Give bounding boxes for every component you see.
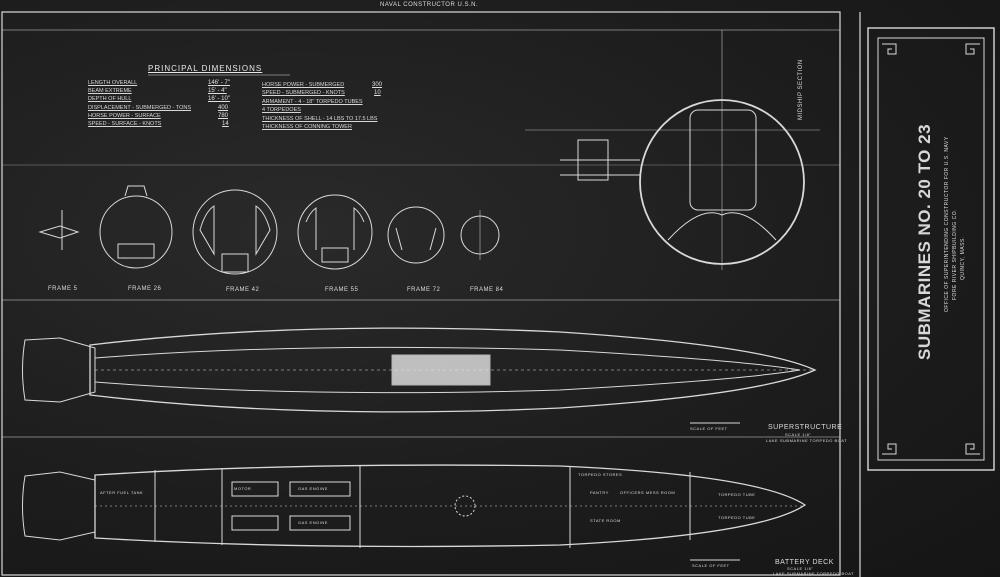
compartment-label: STATE ROOM — [590, 518, 621, 523]
drawing-title: SUBMARINES NO. 20 TO 23 — [915, 123, 934, 360]
compartment-label: TORPEDO TUBE — [718, 515, 756, 520]
view-note: LAKE SUBMARINE TORPEDO BOAT — [773, 571, 855, 576]
dim-value: 300 — [372, 82, 383, 88]
dim-label: THICKNESS OF SHELL - 14 LBS TO 17.5 LBS — [262, 116, 378, 122]
dim-label: BEAM EXTREME — [88, 88, 132, 94]
midship-section-label: MIDSHIP SECTION — [798, 59, 804, 120]
subtitle-line: OFFICE OF SUPERINTENDING CONSTRUCTOR FOR… — [944, 136, 950, 312]
subtitle-line: FORE RIVER SHIPBUILDING CO. — [952, 208, 958, 300]
dim-label: SPEED - SURFACE - KNOTS — [88, 121, 162, 127]
frame-label: FRAME 42 — [226, 287, 260, 293]
frame-label: FRAME 72 — [407, 287, 441, 293]
view-scale: SCALE 1/8" — [785, 432, 812, 437]
frame-label: FRAME 55 — [325, 287, 359, 293]
dim-value: 146' - 7" — [208, 80, 230, 86]
view-note: LAKE SUBMARINE TORPEDO BOAT — [766, 438, 848, 443]
dim-label: HORSE POWER - SURFACE — [88, 113, 161, 119]
scale-bar-label: SCALE OF FEET — [690, 426, 728, 431]
dim-label: THICKNESS OF CONNING TOWER — [262, 124, 352, 130]
view-title-superstructure: SUPERSTRUCTURE — [768, 424, 843, 431]
dim-label: ARMAMENT - 4 - 18" TORPEDO TUBES — [262, 99, 363, 105]
compartment-label: AFTER FUEL TANK — [100, 490, 144, 495]
dim-value: 14 — [222, 121, 229, 127]
compartment-label: MOTOR — [234, 486, 252, 491]
compartment-label: TORPEDO TUBE — [718, 492, 756, 497]
frame-label: FRAME 26 — [128, 286, 162, 292]
battery-deck-plan — [22, 464, 807, 561]
dim-value: 16' - 10" — [208, 96, 230, 102]
view-title-battery-deck: BATTERY DECK — [775, 559, 834, 566]
dim-label: HORSE POWER - SUBMERGED — [262, 82, 345, 88]
frame-label: FRAME 84 — [470, 287, 504, 293]
scale-bar-label: SCALE OF FEET — [692, 563, 730, 568]
dim-value: 10 — [374, 90, 381, 96]
compartment-label: GAS ENGINE — [298, 486, 328, 491]
dim-value: 780 — [218, 113, 229, 119]
dim-value: 400 — [218, 105, 229, 111]
dim-label: DISPLACEMENT - SUBMERGED - TONS — [88, 105, 191, 111]
frame-label: FRAME 5 — [48, 286, 78, 292]
superstructure-plan — [22, 327, 817, 424]
dim-label: DEPTH OF HULL — [88, 96, 132, 102]
compartment-label: TORPEDO STORES — [578, 472, 623, 477]
subtitle-line: QUINCY, MASS. — [960, 236, 966, 280]
dim-value: 15' - 4" — [208, 88, 227, 94]
top-note: NAVAL CONSTRUCTOR U.S.N. — [380, 2, 479, 8]
dim-label: 4 TORPEDOES — [262, 107, 301, 113]
dim-label: LENGTH OVERALL — [88, 80, 138, 86]
drawing-border — [1, 11, 841, 576]
dim-label: SPEED - SUBMERGED - KNOTS — [262, 90, 345, 96]
view-scale: SCALE 1/8" — [787, 566, 814, 571]
title-block-frame — [867, 27, 995, 471]
compartment-label: PANTRY — [590, 490, 609, 495]
compartment-label: OFFICERS MESS ROOM — [620, 490, 676, 495]
midship-section — [525, 30, 820, 270]
compartment-label: GAS ENGINE — [298, 520, 328, 525]
principal-dimensions-heading: PRINCIPAL DIMENSIONS — [148, 64, 263, 73]
frame-sections — [38, 185, 500, 275]
